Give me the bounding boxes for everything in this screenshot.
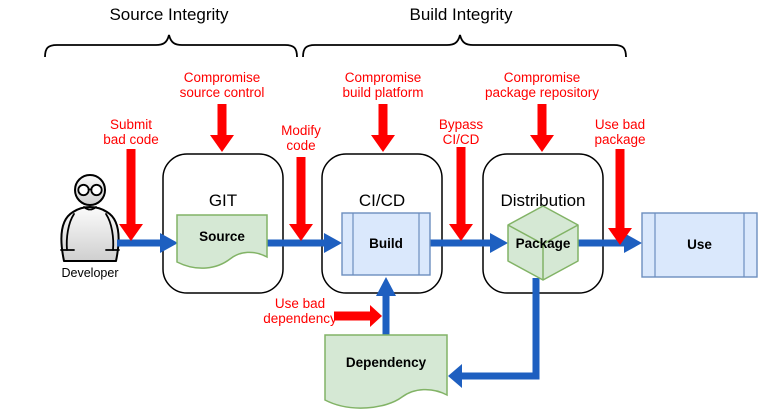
threat-label-compromise-package-repository: Compromise package repository bbox=[484, 70, 600, 100]
distribution-title: Distribution bbox=[500, 191, 586, 210]
git-title: GIT bbox=[208, 191, 238, 210]
threat-arrows bbox=[119, 104, 632, 327]
section-title-source-integrity: Source Integrity bbox=[109, 5, 229, 24]
use-label: Use bbox=[687, 237, 712, 252]
build-integrity-brace bbox=[302, 34, 627, 58]
package-label: Package bbox=[515, 236, 571, 251]
threat-label-compromise-build-platform: Compromise build platform bbox=[342, 70, 424, 100]
threat-label-bypass-cicd: Bypass CI/CD bbox=[438, 117, 484, 147]
threat-label-compromise-source-control: Compromise source control bbox=[179, 70, 265, 100]
threat-arrow-use-bad-dependency bbox=[334, 305, 382, 327]
glasses-icon bbox=[77, 183, 103, 197]
threat-arrow-compromise-package-repository bbox=[530, 104, 554, 152]
build-process-box bbox=[341, 212, 431, 276]
flow-arrow-build-to-package bbox=[430, 233, 508, 253]
threat-arrow-modify-code bbox=[289, 157, 313, 241]
developer-label: Developer bbox=[61, 266, 119, 280]
threat-arrow-use-bad-package bbox=[608, 149, 632, 245]
section-title-build-integrity: Build Integrity bbox=[409, 5, 513, 24]
source-label: Source bbox=[199, 229, 245, 244]
use-process-box bbox=[641, 212, 758, 278]
threat-label-submit-bad-code: Submit bad code bbox=[103, 117, 159, 147]
cicd-title: CI/CD bbox=[358, 191, 406, 210]
flow-arrow-developer-to-source bbox=[117, 233, 178, 253]
flow-arrow-package-to-dependency bbox=[448, 278, 540, 388]
threat-label-use-bad-package: Use bad package bbox=[594, 117, 646, 147]
threat-arrow-compromise-source-control bbox=[210, 104, 234, 152]
threat-arrow-bypass-cicd bbox=[449, 147, 473, 241]
dependency-label: Dependency bbox=[345, 355, 427, 370]
dependency-document bbox=[324, 334, 448, 409]
threat-label-use-bad-dependency: Use bad dependency bbox=[263, 296, 337, 326]
flow-arrow-source-to-build bbox=[267, 233, 342, 253]
package-cube bbox=[507, 205, 579, 281]
source-document bbox=[176, 214, 268, 269]
threat-label-modify-code: Modify code bbox=[281, 123, 321, 153]
flow-arrow-dependency-to-build bbox=[376, 277, 396, 335]
threat-arrow-submit-bad-code bbox=[119, 149, 143, 241]
flow-arrows bbox=[117, 233, 642, 388]
build-label: Build bbox=[369, 236, 403, 251]
developer-icon bbox=[60, 174, 120, 262]
flow-arrow-package-to-use bbox=[578, 233, 642, 253]
source-integrity-brace bbox=[44, 34, 298, 58]
threat-arrow-compromise-build-platform bbox=[371, 104, 395, 152]
